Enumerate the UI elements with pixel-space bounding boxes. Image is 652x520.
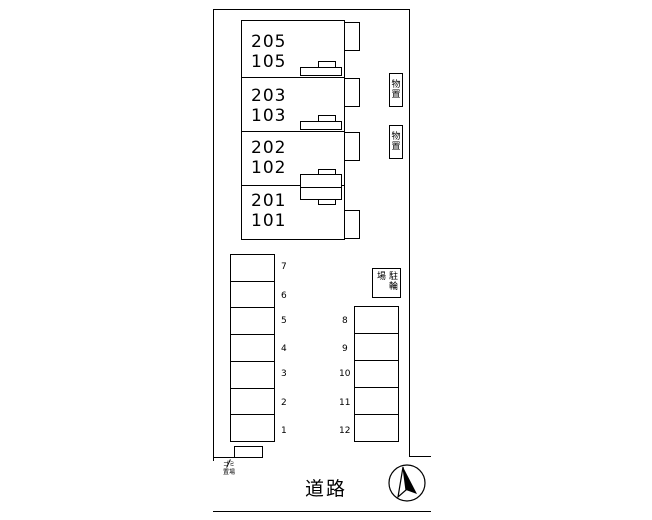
- storage-label: 物置: [391, 132, 401, 152]
- parking-space: [230, 254, 275, 442]
- parking-number: 7: [281, 262, 287, 272]
- parking-number: 3: [281, 369, 287, 379]
- parking-number: 4: [281, 344, 287, 354]
- north-arrow-icon: [387, 463, 427, 503]
- road-label: 道路: [305, 478, 348, 500]
- bicycle-parking-label-col1: 駐輪: [388, 272, 398, 292]
- unit-number-upper: 205: [251, 32, 287, 52]
- unit-number-lower: 102: [251, 158, 287, 178]
- storage-label: 物置: [391, 80, 401, 100]
- garbage-label-line1: ゴミ: [222, 461, 235, 468]
- balcony: [344, 210, 360, 239]
- unit-number-upper: 203: [251, 86, 287, 106]
- unit-number-upper: 202: [251, 138, 287, 158]
- parking-number: 5: [281, 316, 287, 326]
- balcony: [344, 22, 360, 51]
- parking-number: 8: [342, 316, 348, 326]
- garbage-label-line2: 置場: [222, 469, 235, 476]
- storage-shed: 物置: [389, 125, 403, 159]
- balcony: [344, 78, 360, 107]
- parking-number: 9: [342, 344, 348, 354]
- unit-number-lower: 101: [251, 211, 287, 231]
- parking-number: 11: [339, 398, 351, 408]
- parking-number: 2: [281, 398, 287, 408]
- garbage-area: [234, 446, 263, 458]
- unit-number-lower: 105: [251, 52, 287, 72]
- parking-number: 12: [339, 426, 351, 436]
- unit-number-upper: 201: [251, 191, 287, 211]
- parking-number: 1: [281, 426, 287, 436]
- unit-number-lower: 103: [251, 106, 287, 126]
- balcony: [344, 132, 360, 161]
- storage-shed: 物置: [389, 73, 403, 107]
- bicycle-parking: 駐輪 場: [372, 268, 401, 298]
- parking-space: [354, 306, 399, 442]
- parking-number: 10: [339, 369, 351, 379]
- bicycle-parking-label-col2: 場: [376, 272, 386, 282]
- parking-number: 6: [281, 291, 287, 301]
